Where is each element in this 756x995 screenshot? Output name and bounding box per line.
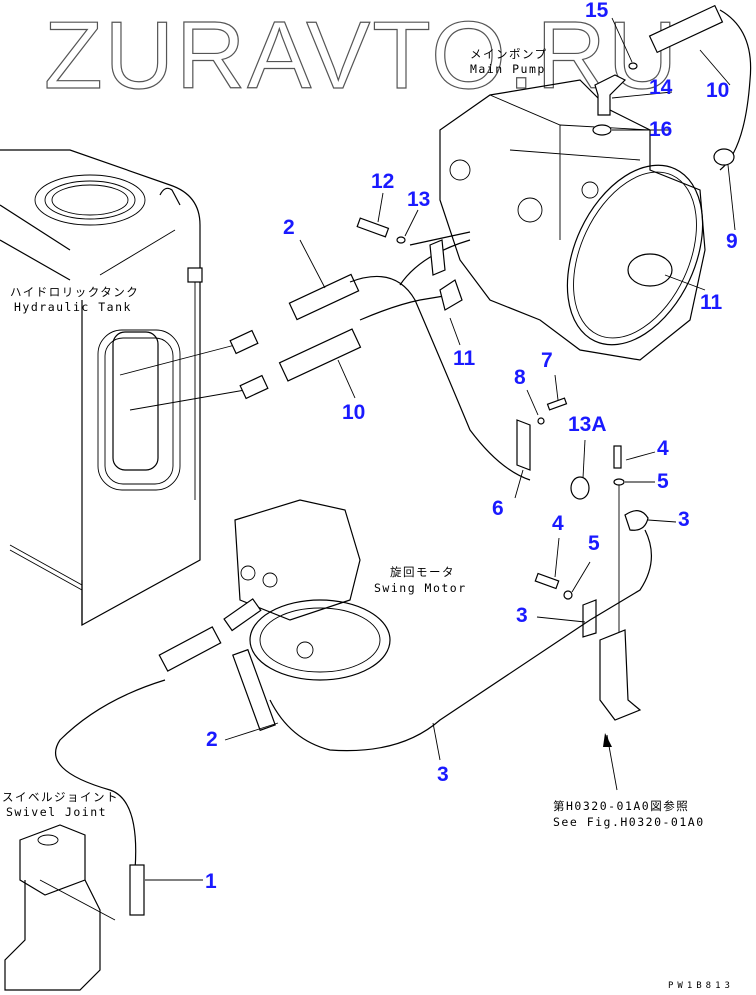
clamp-3-right [624, 510, 649, 531]
callout-15: 15 [585, 0, 609, 22]
swivel-joint-label-en: Swivel Joint [6, 805, 107, 819]
callout-10-mid: 10 [342, 401, 365, 424]
callout-16: 16 [649, 118, 672, 141]
swivel-joint-label-jp: スイベルジョイント [2, 790, 119, 804]
bolt-4-low [534, 572, 560, 590]
hose-swivel-end [158, 626, 222, 672]
o-ring-16 [592, 124, 612, 136]
tank-fitting-lower [129, 374, 269, 411]
hose-1-fitting [129, 864, 145, 916]
main-pump [439, 79, 706, 361]
callout-11-mid: 11 [453, 347, 476, 370]
callout-13: 13 [407, 188, 430, 211]
callout-5-top: 5 [657, 470, 669, 493]
callout-4-low: 4 [552, 512, 564, 535]
bolt-12 [356, 217, 390, 238]
clamp-11-mid [439, 279, 463, 311]
hose-1 [55, 679, 166, 871]
tank-fitting-upper [119, 329, 259, 376]
callout-9: 9 [726, 230, 738, 253]
o-ring-15 [628, 62, 638, 70]
hydraulic-tank-label-en: Hydraulic Tank [14, 300, 132, 314]
bracket-6 [516, 419, 531, 471]
clamp-pump-bracket [429, 239, 446, 276]
callout-13a: 13A [568, 413, 607, 436]
clamp-13a [570, 476, 590, 500]
callout-12: 12 [371, 170, 394, 193]
callout-11-pump: 11 [700, 291, 723, 314]
hose-2-upper [288, 273, 531, 481]
drawing-code: PW1B813 [668, 981, 734, 991]
callout-2-low: 2 [206, 728, 218, 751]
callout-8: 8 [514, 366, 526, 389]
motor-elbow [223, 598, 262, 632]
watermark: ZURAVTO.RU [44, 2, 679, 109]
swing-motor-label-en: Swing Motor [374, 581, 467, 595]
washer-8 [537, 417, 545, 425]
main-pump-label-en: Main Pump [470, 62, 546, 76]
hydraulic-tank-label-jp: ハイドロリックタンク [10, 285, 139, 299]
hose-10-mid [278, 294, 451, 382]
pipe-bracket [399, 231, 471, 286]
mounting-bracket [599, 629, 642, 721]
callout-7: 7 [541, 349, 553, 372]
swing-motor [234, 499, 391, 681]
washer-5-top [613, 478, 625, 486]
callout-3-mid: 3 [516, 604, 528, 627]
bolt-7 [546, 397, 568, 411]
callout-14: 14 [649, 76, 673, 99]
bolt-4-top [613, 445, 622, 469]
callout-6: 6 [492, 497, 504, 520]
callout-10-top: 10 [706, 79, 729, 102]
swing-motor-label-jp: 旋回モータ [390, 565, 455, 579]
callout-3-low: 3 [437, 763, 449, 786]
callout-3-right: 3 [678, 508, 690, 531]
leader-lines [145, 17, 736, 881]
hydraulic-tank [0, 149, 203, 627]
clamp-3-mid [582, 599, 597, 638]
callout-2-top: 2 [283, 216, 295, 239]
callout-4-top: 4 [657, 437, 669, 460]
reference-label-jp: 第H0320-01A0図参照 [553, 799, 689, 813]
callout-1: 1 [205, 870, 217, 893]
hose-2-fitting [232, 648, 276, 732]
clamp-9 [713, 148, 735, 166]
reference-label-en: See Fig.H0320-01A0 [553, 815, 705, 829]
callout-5-low: 5 [588, 532, 600, 555]
washer-5-low [563, 590, 573, 600]
reference-arrow-head [603, 733, 612, 747]
main-pump-label-jp: メインポンプ [470, 47, 548, 61]
elbow-14 [594, 74, 627, 116]
hose-2-low [269, 529, 653, 752]
washer-13 [396, 236, 406, 244]
swivel-joint [4, 824, 145, 991]
